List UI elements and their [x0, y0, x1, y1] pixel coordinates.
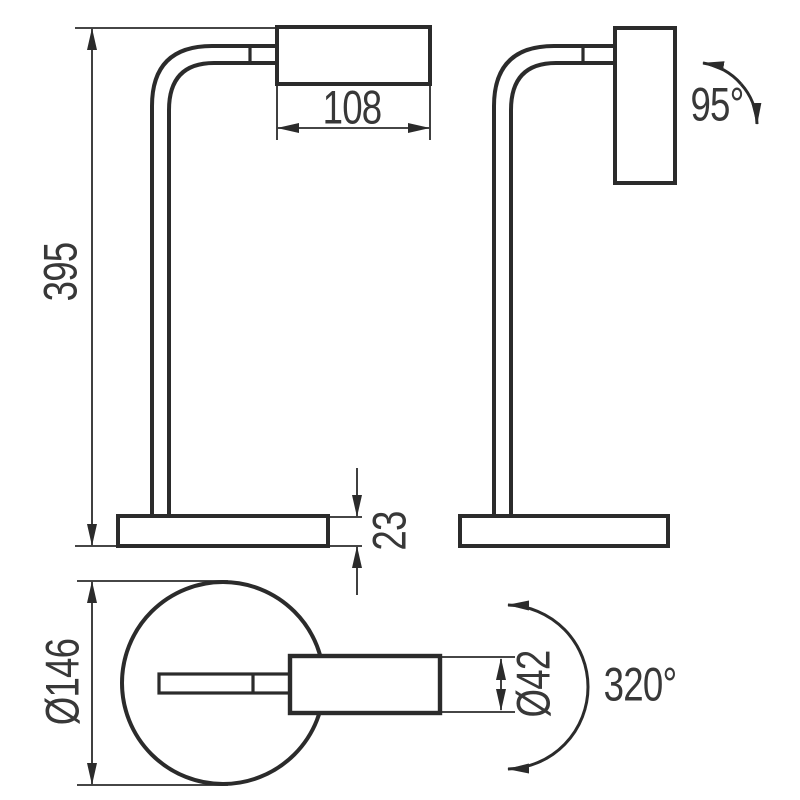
swivel-angle-arc-lower	[507, 686, 590, 774]
base-diameter-dimension-label: Ø146	[35, 638, 89, 726]
tilt-angle-label: 95°	[690, 77, 744, 131]
front-view	[116, 25, 432, 548]
front-lamp-head	[275, 25, 432, 86]
top-arm	[157, 672, 292, 695]
tilt-angle-arc-lower	[739, 82, 762, 125]
dimension-lines	[75, 27, 515, 786]
head-diameter-dimension-label: Ø42	[506, 650, 560, 718]
front-lamp-base	[116, 514, 330, 548]
top-view	[120, 580, 590, 786]
side-lamp-base	[458, 514, 670, 548]
base-thickness-dimension-label: 23	[362, 511, 416, 551]
top-lamp-head	[287, 653, 443, 716]
height-dimension-label: 395	[33, 242, 87, 302]
side-arm-outer-line	[492, 44, 615, 518]
swivel-angle-label: 320°	[603, 657, 677, 711]
front-arm-inner-line	[167, 61, 277, 518]
swivel-angle-arc-upper	[507, 600, 590, 688]
head-length-dimension-label: 108	[322, 80, 383, 134]
side-arm-inner-line	[509, 61, 615, 518]
side-lamp-head	[613, 26, 677, 185]
side-view	[458, 26, 762, 548]
tilt-angle-arc-upper	[702, 61, 743, 86]
front-arm-outer-line	[150, 44, 277, 518]
